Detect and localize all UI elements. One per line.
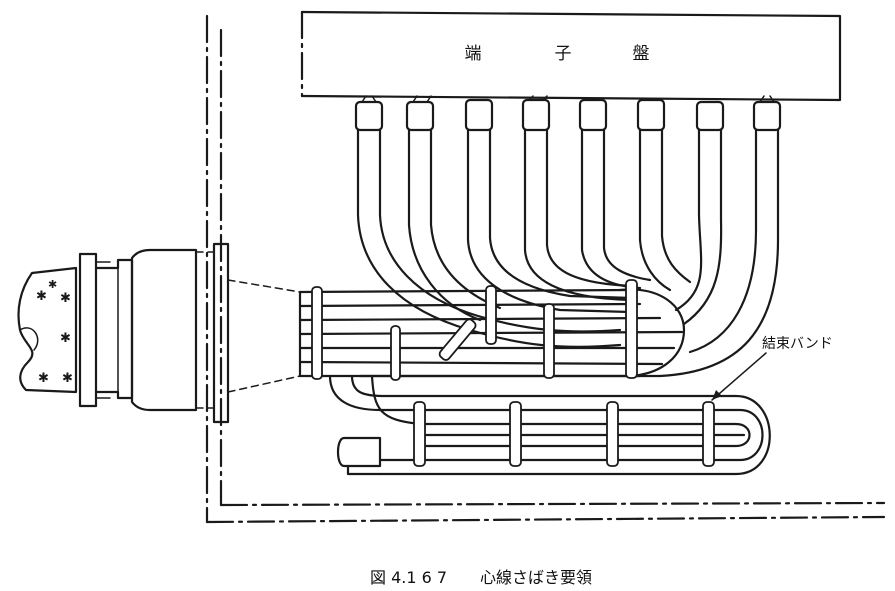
band-label: 結束バンド xyxy=(762,336,833,352)
bundle-line-3 xyxy=(298,316,662,322)
terminal-4-lug xyxy=(528,95,548,101)
binding-band-4 xyxy=(543,303,555,379)
terminal-3 xyxy=(464,98,494,132)
figure-caption: 図 4.1 6 7 心線さばき要領 xyxy=(370,568,592,587)
enclosure-bottom-wall-inner xyxy=(219,501,886,507)
terminal-block-label-3: 盤 xyxy=(633,44,650,64)
gland-flange xyxy=(78,252,98,408)
lower-bundle-connector-foot xyxy=(346,464,382,476)
cable-gland: ✱ ✱ ✱ ✱ ✱ ✱ xyxy=(17,242,301,424)
cable-break-line xyxy=(19,327,39,351)
caption-number: 図 4.1 6 7 xyxy=(370,568,447,587)
binding-band-3 xyxy=(485,285,497,345)
terminal-8 xyxy=(752,100,782,132)
strand-mark-4: ✱ xyxy=(60,331,71,346)
binding-band-2 xyxy=(390,325,401,381)
strand-mark-2: ✱ xyxy=(60,291,71,306)
core-wire-4-outer xyxy=(523,128,632,302)
enclosure xyxy=(205,14,886,524)
gland-wall-plate xyxy=(212,242,230,424)
strand-mark-1: ✱ xyxy=(36,289,47,304)
band-leader-line xyxy=(711,352,767,401)
binding-band-10 xyxy=(702,401,715,467)
binding-bands xyxy=(311,279,715,467)
core-wire-5-inner xyxy=(602,128,652,282)
core-wire-2-outer xyxy=(407,128,482,322)
caption-title: 心線さばき要領 xyxy=(480,568,592,587)
terminal-1 xyxy=(354,100,384,132)
cable-stub xyxy=(17,266,78,394)
terminal-block-label-2: 子 xyxy=(555,44,572,64)
lower-bundle xyxy=(328,374,771,476)
sheath-dash-top xyxy=(227,279,301,293)
core-wire-7-inner xyxy=(682,128,723,326)
gland-neck xyxy=(94,258,134,400)
lower-bundle-outer-2 xyxy=(350,374,771,476)
strand-mark-5: ✱ xyxy=(38,371,49,386)
strand-mark-6: ✱ xyxy=(62,371,73,386)
binding-band-7 xyxy=(413,401,426,467)
binding-band-6 xyxy=(438,318,477,361)
terminal-6 xyxy=(636,98,666,132)
band-leader-arrowhead xyxy=(712,390,722,400)
terminal-8-lug xyxy=(759,95,775,103)
core-wire-4-inner xyxy=(545,128,636,288)
terminal-2-lug xyxy=(412,95,432,103)
terminal-2 xyxy=(405,100,435,132)
binding-band-1 xyxy=(311,286,323,380)
terminal-block-outline xyxy=(300,10,842,102)
binding-band-5 xyxy=(625,279,638,379)
core-wire-3-inner xyxy=(488,128,634,300)
lower-bundle-outer xyxy=(328,374,764,462)
lower-bundle-connector xyxy=(336,436,382,468)
bundle-head xyxy=(618,288,686,378)
binding-band-9 xyxy=(606,401,619,467)
band-callout: 結束バンド xyxy=(711,336,833,401)
core-wire-8-outer xyxy=(688,128,758,354)
binding-band-8 xyxy=(509,401,522,467)
gland-body xyxy=(130,248,198,412)
core-wire-8-inner xyxy=(358,128,780,378)
terminal-4 xyxy=(521,98,551,132)
bundle-line-1 xyxy=(298,288,632,294)
terminal-block-label-1: 端 xyxy=(465,44,482,64)
terminal-block: 端 子 盤 xyxy=(300,10,842,102)
terminals xyxy=(354,95,782,132)
bundle-line-2 xyxy=(298,302,642,308)
core-wire-6-inner xyxy=(660,128,692,284)
core-wire-1-inner xyxy=(378,128,622,333)
enclosure-bottom-wall-outer xyxy=(205,515,886,524)
bundle-line-6 xyxy=(298,360,664,366)
core-wire-2-inner xyxy=(429,128,502,310)
terminal-5 xyxy=(578,98,608,132)
core-wire-6-outer xyxy=(638,128,672,292)
sheath-dash-bottom xyxy=(227,375,301,393)
terminal-7 xyxy=(695,100,725,132)
terminal-1-lug xyxy=(361,95,377,103)
strand-mark-3: ✱ xyxy=(48,278,57,291)
core-wire-7-outer xyxy=(674,128,703,312)
main-bundle xyxy=(298,288,684,378)
